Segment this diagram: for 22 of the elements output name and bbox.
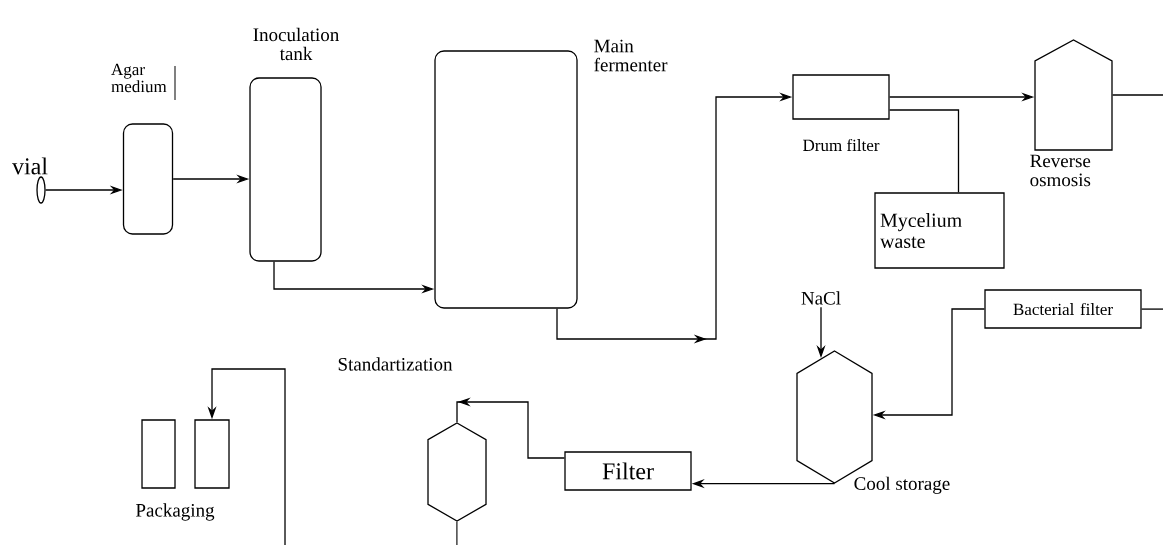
agar-container: Agar medium (111, 63, 174, 235)
standardization-vessel: Standartization (338, 357, 487, 522)
package-box (141, 419, 176, 489)
node-label: Packaging (135, 503, 215, 521)
filter-box: Drum filter (792, 74, 890, 152)
fermenter-tank: Main fermenter (434, 39, 668, 309)
vial-drawing: vial (12, 157, 48, 204)
reagent-label: NaCl (801, 291, 841, 305)
osmosis-unit: Reverse osmosis (1030, 39, 1113, 187)
node-label: Inoculation tank (253, 27, 339, 61)
tank: Inoculation tank (249, 27, 339, 262)
node-label: Drum filter (803, 138, 880, 152)
storage-vessel: Cool storage (796, 350, 950, 494)
filter-box: Filter (564, 451, 692, 491)
filter-box: Bacterial filter (984, 289, 1142, 329)
node-label: Main fermenter (594, 39, 668, 72)
node-label: vial (12, 157, 48, 175)
package-box: Packaging (136, 419, 230, 521)
waste-box: Mycelium waste (874, 192, 1005, 269)
node-label: Agar medium (111, 63, 167, 93)
node-label: Cool storage (854, 476, 950, 494)
node-label: Standartization (338, 357, 453, 371)
